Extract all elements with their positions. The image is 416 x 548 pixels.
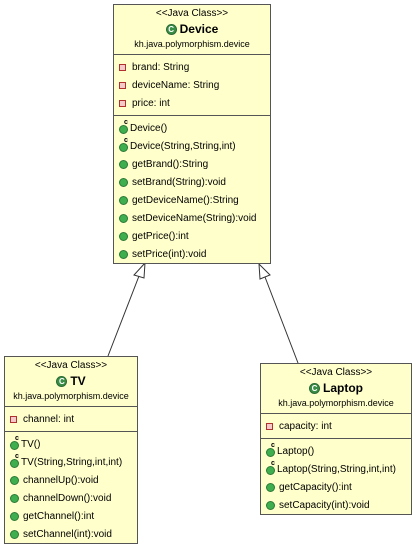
- constructor-icon: c: [119, 119, 129, 134]
- method-row[interactable]: getDeviceName():String: [114, 191, 270, 209]
- class-laptop[interactable]: <<Java Class>> C Laptop kh.java.polymorp…: [260, 363, 412, 515]
- method-row[interactable]: getPrice():int: [114, 227, 270, 245]
- constructor-icon: c: [266, 460, 276, 475]
- package-label: kh.java.polymorphism.device: [134, 39, 250, 49]
- private-field-icon: [119, 99, 126, 107]
- private-field-icon: [119, 81, 126, 89]
- class-title: C TV: [5, 373, 137, 389]
- stereotype-label: <<Java Class>>: [299, 367, 373, 378]
- stereotype-label: <<Java Class>>: [155, 8, 229, 19]
- tv-extends-device-arrowhead: [133, 261, 146, 279]
- package-label: kh.java.polymorphism.device: [278, 398, 394, 408]
- public-method-icon: [119, 249, 128, 259]
- constructor-icon: c: [10, 453, 20, 468]
- public-method-icon: [119, 177, 128, 187]
- method-row[interactable]: setCapacity(int):void: [261, 496, 411, 514]
- class-name: TV: [70, 374, 86, 388]
- public-method-icon: [10, 475, 19, 485]
- method-row[interactable]: channelUp():void: [5, 471, 137, 489]
- public-method-icon: [119, 195, 128, 205]
- constructor-icon: c: [119, 137, 129, 152]
- private-field-icon: [10, 415, 17, 423]
- fields-section: brand: String deviceName: String price: …: [114, 54, 270, 115]
- constructor-icon: c: [266, 442, 276, 457]
- public-method-icon: [10, 511, 19, 521]
- tv-extends-device-line: [107, 275, 140, 357]
- private-field-icon: [266, 422, 273, 430]
- class-header: <<Java Class>> C Device kh.java.polymorp…: [114, 5, 270, 54]
- field-row[interactable]: brand: String: [114, 58, 270, 76]
- class-device[interactable]: <<Java Class>> C Device kh.java.polymorp…: [113, 4, 271, 264]
- field-row[interactable]: capacity: int: [261, 417, 411, 435]
- class-name: Laptop: [323, 381, 363, 395]
- class-title: C Laptop: [261, 380, 411, 396]
- public-method-icon: [119, 159, 128, 169]
- laptop-extends-device-line: [264, 276, 299, 364]
- public-method-icon: [266, 500, 275, 510]
- method-row[interactable]: getBrand():String: [114, 155, 270, 173]
- public-method-icon: [10, 493, 19, 503]
- public-method-icon: [10, 529, 19, 539]
- class-tv[interactable]: <<Java Class>> C TV kh.java.polymorphism…: [4, 356, 138, 544]
- method-row[interactable]: setPrice(int):void: [114, 245, 270, 263]
- stereotype-label: <<Java Class>>: [34, 360, 108, 371]
- class-title: C Device: [114, 21, 270, 37]
- method-row[interactable]: setDeviceName(String):void: [114, 209, 270, 227]
- fields-section: capacity: int: [261, 413, 411, 438]
- class-name: Device: [179, 22, 219, 36]
- java-class-icon: C: [56, 375, 68, 387]
- field-row[interactable]: channel: int: [5, 410, 137, 428]
- class-header: <<Java Class>> C TV kh.java.polymorphism…: [5, 357, 137, 406]
- java-class-icon: C: [309, 382, 320, 394]
- package-label: kh.java.polymorphism.device: [13, 391, 129, 401]
- java-class-icon: C: [165, 23, 177, 35]
- field-row[interactable]: price: int: [114, 94, 270, 112]
- public-method-icon: [119, 213, 128, 223]
- method-row[interactable]: getCapacity():int: [261, 478, 411, 496]
- method-row[interactable]: getChannel():int: [5, 507, 137, 525]
- constructor-icon: c: [10, 435, 20, 450]
- method-row[interactable]: setBrand(String):void: [114, 173, 270, 191]
- laptop-extends-device-arrowhead: [258, 262, 271, 280]
- public-method-icon: [266, 482, 275, 492]
- method-row[interactable]: channelDown():void: [5, 489, 137, 507]
- fields-section: channel: int: [5, 406, 137, 431]
- private-field-icon: [119, 63, 126, 71]
- class-header: <<Java Class>> C Laptop kh.java.polymorp…: [261, 364, 411, 413]
- field-row[interactable]: deviceName: String: [114, 76, 270, 94]
- public-method-icon: [119, 231, 128, 241]
- method-row[interactable]: setChannel(int):void: [5, 525, 137, 543]
